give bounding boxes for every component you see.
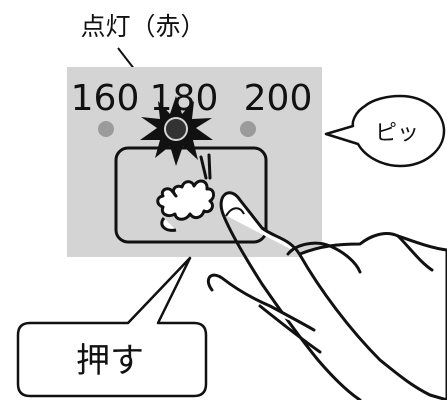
press-callout: 押す (16, 256, 208, 398)
control-panel (67, 67, 322, 257)
press-text: 押す (76, 341, 144, 381)
lit-red-label: 点灯（赤） (80, 12, 205, 41)
beep-callout: ピッ (324, 94, 446, 168)
hand-illustration (206, 191, 447, 402)
beep-text: ピッ (375, 121, 419, 146)
temp-160-label: 160 (71, 78, 140, 119)
led-180 (164, 117, 188, 141)
fry-button[interactable] (114, 146, 268, 244)
led-160 (98, 121, 114, 137)
temp-200-label: 200 (244, 78, 313, 119)
led-200 (240, 121, 256, 137)
fried-shrimp-icon (156, 153, 216, 232)
